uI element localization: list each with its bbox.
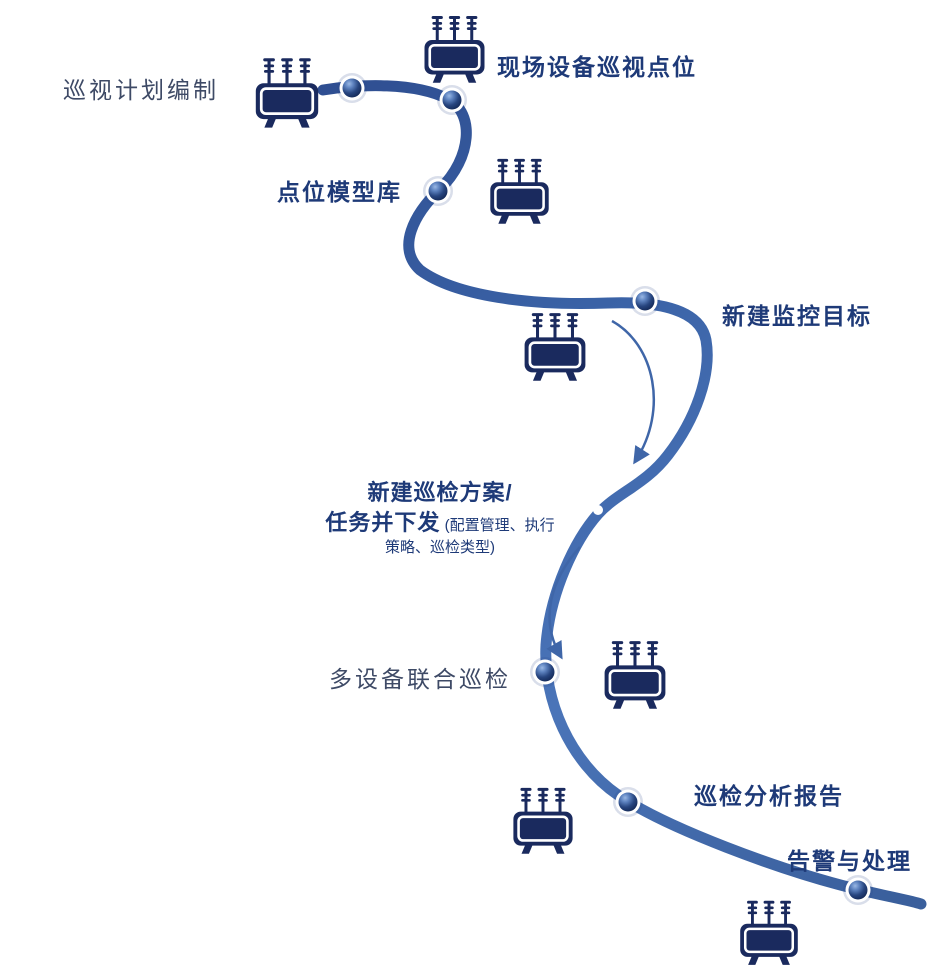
- flow-node-4: [630, 286, 660, 316]
- transformer-icon-4: [523, 311, 587, 383]
- flow-node-7: [843, 875, 873, 905]
- label-monitor-target: 新建监控目标: [722, 303, 872, 329]
- flow-node-3: [423, 176, 453, 206]
- flow-node-2: [437, 85, 467, 115]
- label-site-points: 现场设备巡视点位: [497, 54, 697, 80]
- label-inspection-plan: 巡视计划编制: [63, 78, 219, 104]
- flow-node-1: [337, 73, 367, 103]
- label-joint-inspection: 多设备联合巡检: [329, 667, 511, 693]
- curved-arrow-2: [546, 546, 581, 660]
- label-new-scheme-line1: 新建巡检方案/: [367, 480, 513, 505]
- label-model-library: 点位模型库: [277, 179, 402, 205]
- curved-arrow-1: [611, 319, 655, 465]
- transformer-icon-1: [254, 56, 320, 130]
- flow-node-5: [530, 657, 560, 687]
- transformer-icon-5: [603, 639, 667, 711]
- transformer-icon-3: [489, 157, 550, 226]
- transformer-icon-2: [423, 14, 486, 85]
- label-new-scheme-line3: 策略、巡检类型): [385, 539, 495, 557]
- flow-small-dot: [593, 505, 603, 515]
- transformer-icon-6: [512, 786, 574, 856]
- label-alarm-handling: 告警与处理: [787, 848, 912, 874]
- label-analysis-report: 巡检分析报告: [694, 783, 844, 809]
- transformer-icon-7: [738, 899, 800, 967]
- label-new-scheme-block: 新建巡检方案/ 任务并下发 (配置管理、执行 策略、巡检类型): [300, 478, 580, 559]
- flow-node-6: [613, 787, 643, 817]
- label-new-scheme-line2: 任务并下发 (配置管理、执行: [325, 509, 555, 535]
